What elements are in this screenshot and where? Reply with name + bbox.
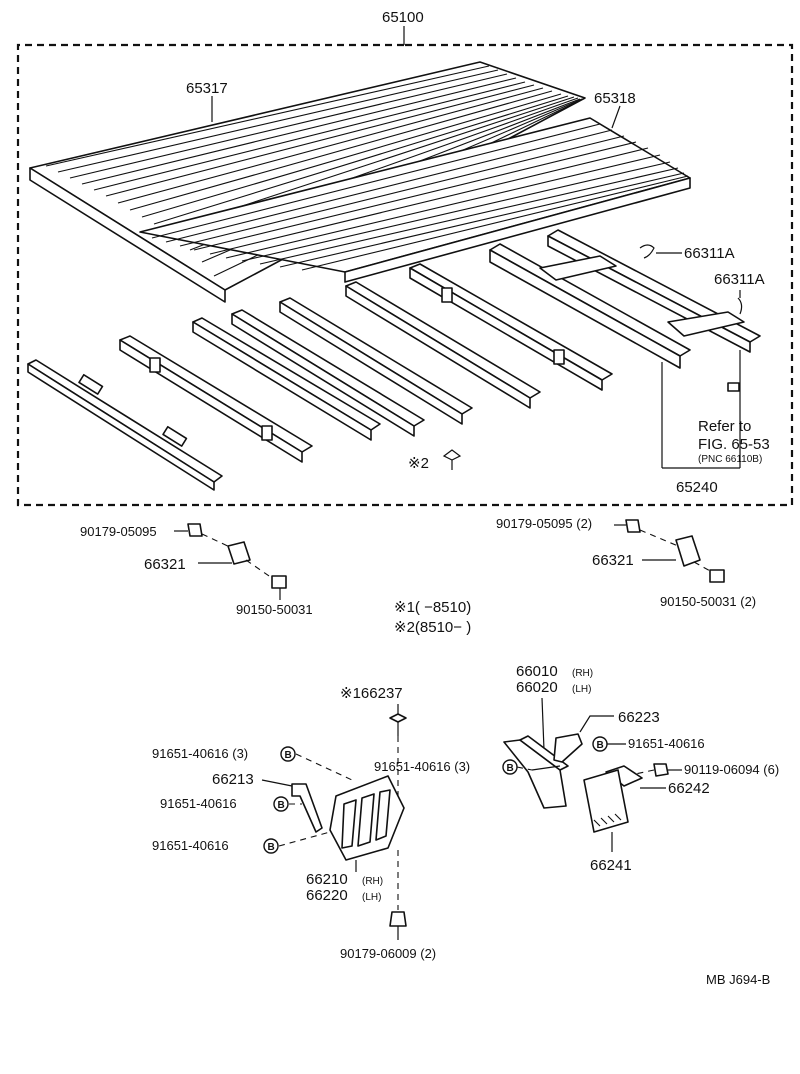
- label-right-bolt2: 90119-06094 (6): [684, 762, 779, 777]
- legend-line-1: ※1( −8510): [394, 599, 471, 616]
- label-left-bracket: 66321: [144, 556, 186, 573]
- label-right-nut: 90179-05095 (2): [496, 516, 592, 531]
- label-66213: 66213: [212, 771, 254, 788]
- refer-line-1: Refer to: [698, 418, 751, 435]
- label-66242: 66242: [668, 780, 710, 797]
- label-66311a-1: 66311A: [684, 245, 735, 262]
- cross-sills: [27, 263, 613, 491]
- label-b-left-1: 91651-40616 (3): [152, 746, 248, 761]
- badge-b-3: B: [268, 842, 275, 853]
- label-right-bracket: 66321: [592, 552, 634, 569]
- label-65317: 65317: [186, 80, 228, 97]
- badge-b-2: B: [278, 800, 285, 811]
- assembly-frame-65100: 65100: [16, 9, 794, 507]
- label-b-mid: 91651-40616 (3): [374, 759, 470, 774]
- label-65100: 65100: [382, 9, 424, 26]
- left-bracket-group: 90179-05095 66321 90150-50031: [80, 523, 313, 617]
- label-66311a-2: 66311A: [714, 271, 765, 288]
- right-bracket-group: 90179-05095 (2) 66321 90150-50031 (2): [496, 516, 756, 609]
- label-66020-side: (LH): [572, 684, 591, 695]
- label-bottom-nut: 90179-06009 (2): [340, 946, 436, 961]
- label-right-bolt: 90150-50031 (2): [660, 594, 756, 609]
- label-65318: 65318: [594, 90, 636, 107]
- label-66237: ※166237: [340, 685, 403, 702]
- badge-b-5: B: [507, 763, 514, 774]
- label-66223: 66223: [618, 709, 660, 726]
- label-65240: 65240: [676, 479, 718, 496]
- lower-right-assembly: 66010 (RH) 66020 (LH) 66223 B 91651-4061…: [374, 663, 779, 874]
- note2-mark: ※2: [408, 455, 429, 472]
- label-66210: 66210: [306, 871, 348, 888]
- label-66010: 66010: [516, 663, 558, 680]
- lower-left-assembly: ※166237 91651-40616 (3) B 66213 91651-40…: [152, 685, 436, 961]
- label-b-left-3: 91651-40616: [152, 838, 229, 853]
- subframe-65240: Refer to FIG. 65-53 (PNC 66110B) 65240: [489, 229, 770, 496]
- label-left-bolt: 90150-50031: [236, 602, 313, 617]
- label-left-nut: 90179-05095: [80, 524, 157, 539]
- badge-b-4: B: [597, 740, 604, 751]
- label-66220: 66220: [306, 887, 348, 904]
- legend-line-2: ※2(8510− ): [394, 619, 471, 636]
- label-66020: 66020: [516, 679, 558, 696]
- label-66210-side: (RH): [362, 876, 383, 887]
- label-b-left-2: 91651-40616: [160, 796, 237, 811]
- refer-line-2: FIG. 65-53: [698, 436, 770, 453]
- legend: ※1( −8510) ※2(8510− ): [394, 599, 471, 636]
- label-b-right-1: 91651-40616: [628, 736, 705, 751]
- floor-panel-65318: 65318: [139, 90, 691, 283]
- badge-b-1: B: [285, 750, 292, 761]
- refer-line-3: (PNC 66110B): [698, 454, 762, 465]
- footer-diagram-code: MB J694-B: [706, 972, 770, 987]
- label-66010-side: (RH): [572, 668, 593, 679]
- clip-66311a: 66311A 66311A: [639, 244, 765, 315]
- label-66220-side: (LH): [362, 892, 381, 903]
- fastener-note2: ※2: [408, 449, 462, 472]
- label-66241: 66241: [590, 857, 632, 874]
